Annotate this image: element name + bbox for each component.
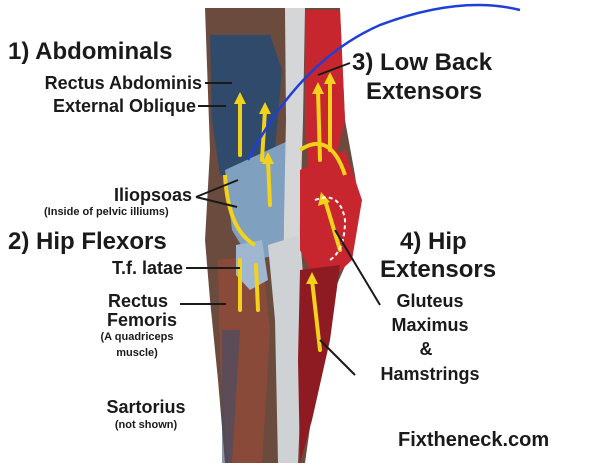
leader-iliopsoas-1 — [195, 179, 239, 198]
femur-bone — [268, 235, 305, 463]
label-maximus: Maximus — [391, 315, 469, 335]
arrowhead-1 — [234, 92, 246, 104]
arrow-glute — [323, 198, 342, 252]
label-abdominals: 1) Abdominals — [8, 38, 173, 65]
leader-gluteus — [334, 229, 381, 306]
leader-lines — [180, 62, 381, 376]
force-arrows — [238, 78, 342, 352]
arrowhead-6 — [318, 192, 330, 206]
arrow-hamstring — [310, 278, 322, 352]
arrow-back-1 — [316, 88, 322, 162]
label-gluteus: Gluteus — [396, 291, 464, 311]
arrow-quad-2 — [254, 263, 260, 312]
label-low-back: 3) Low Back — [352, 49, 493, 76]
label-hamstrings: Hamstrings — [380, 364, 480, 384]
arrowhead-5 — [324, 72, 336, 84]
arrow-heads — [234, 72, 336, 284]
label-hip-extensors: Extensors — [380, 256, 497, 283]
leader-hamstrings — [319, 339, 356, 376]
label-low-back-extensors: Extensors — [366, 78, 483, 105]
leader-low-back — [317, 62, 351, 76]
label-ampersand: & — [419, 339, 433, 359]
tfl-muscle — [236, 240, 268, 290]
arrow-iliopsoas — [266, 158, 272, 207]
label-rectus: Rectus — [107, 291, 169, 311]
brand-watermark: Fixtheneck.com — [398, 429, 550, 451]
arrowhead-4 — [312, 82, 324, 94]
label-not-shown: (not shown) — [114, 419, 178, 431]
sartorius-shadow — [222, 330, 240, 463]
label-sartorius: Sartorius — [106, 397, 186, 417]
label-femoris: Femoris — [106, 310, 178, 330]
hamstring-muscle — [298, 265, 340, 463]
glute-dashed-outline — [314, 196, 347, 261]
glute-outline-curve — [298, 141, 347, 176]
label-external-oblique: External Oblique — [52, 96, 196, 116]
blue-annotation-curve — [246, 3, 521, 161]
label-quadriceps-2: muscle) — [116, 347, 158, 359]
arrowhead-2 — [259, 102, 271, 114]
label-rectus-abdominis: Rectus Abdominis — [44, 73, 202, 93]
arrowhead-3 — [262, 152, 274, 164]
label-iliopsoas-note: (Inside of pelvic illiums) — [44, 206, 169, 218]
iliopsoas-muscle — [225, 140, 295, 260]
label-tf-latae: T.f. latae — [111, 258, 183, 278]
arrowhead-7 — [306, 272, 318, 284]
label-hip-flexors: 2) Hip Flexors — [8, 228, 167, 255]
label-iliopsoas: Iliopsoas — [113, 185, 192, 205]
leader-iliopsoas-2 — [195, 196, 238, 208]
label-hip-extensors-number: 4) Hip — [400, 228, 467, 255]
label-quadriceps-1: (A quadriceps — [100, 331, 174, 343]
